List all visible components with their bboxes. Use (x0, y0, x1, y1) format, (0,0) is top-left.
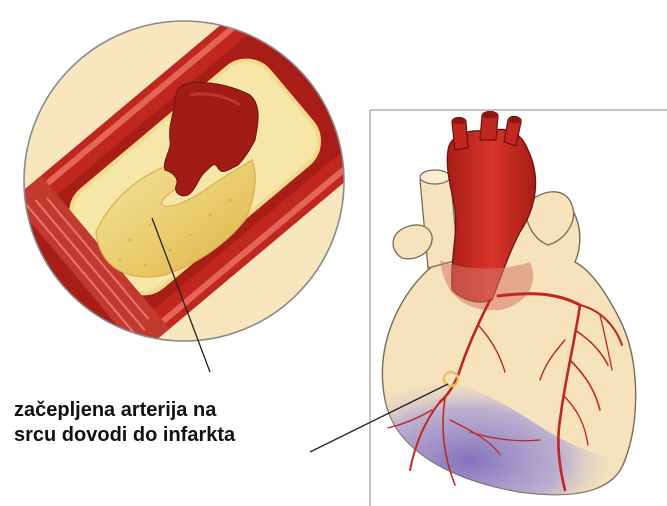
caption-line-2: srcu dovodi do infarkta (14, 423, 235, 448)
magnified-artery-view (0, 0, 393, 373)
caption-line-1: začepljena arterija na (14, 398, 235, 423)
heart-panel (370, 110, 667, 506)
aortic-branch-2-opening (482, 112, 498, 119)
aortic-branch-3-opening (509, 117, 522, 124)
vena-cava-opening (420, 170, 450, 184)
caption-label: začepljena arterija na srcu dovodi do in… (14, 398, 235, 448)
aortic-branch-1-opening (452, 118, 466, 125)
